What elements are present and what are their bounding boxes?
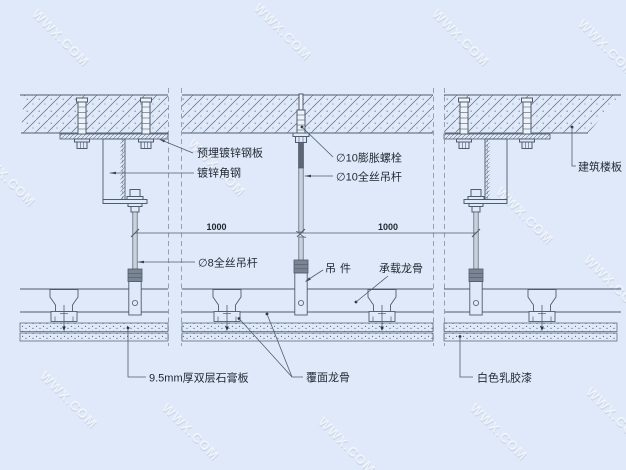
gypsum-boards: [19, 322, 618, 342]
label-embedded-plate: 预埋镀锌钢板: [197, 146, 263, 160]
annotations: 预埋镀锌钢板 镀锌角钢 ∅10膨胀螺栓 ∅10全丝吊杆 建筑楼板 ∅8全丝吊杆: [109, 125, 622, 385]
dimension-line: 1000 1000: [130, 222, 481, 238]
label-paint: 白色乳胶漆: [477, 371, 532, 385]
embedded-plate-right: [443, 133, 551, 140]
label-rod10: ∅10全丝吊杆: [336, 170, 402, 184]
embedded-plate-left: [59, 133, 169, 140]
hanger-middle: [293, 259, 309, 316]
label-rod8: ∅8全丝吊杆: [198, 256, 258, 270]
hanger-right: [468, 268, 484, 316]
dimension-1000-left: 1000: [206, 222, 226, 232]
label-furring-keel: 覆面龙骨: [306, 371, 350, 384]
label-galvanized-angle: 镀锌角钢: [197, 166, 241, 180]
break-lines: [168, 88, 445, 346]
angle-steel-left: [102, 138, 148, 270]
label-gypsum: 9.5mm厚双层石膏板: [149, 371, 249, 385]
label-expansion-bolt: ∅10膨胀螺栓: [336, 151, 402, 165]
floor-slab: [20, 94, 621, 134]
label-floor-slab: 建筑楼板: [578, 160, 622, 174]
hanger-left: [127, 268, 143, 316]
label-carrying-keel: 承载龙骨: [379, 262, 423, 275]
label-hanger: 吊件: [325, 262, 355, 275]
expansion-bolt-and-rod10: [292, 93, 310, 262]
angle-steel-right: [463, 138, 508, 270]
dimension-1000-right: 1000: [378, 222, 398, 232]
